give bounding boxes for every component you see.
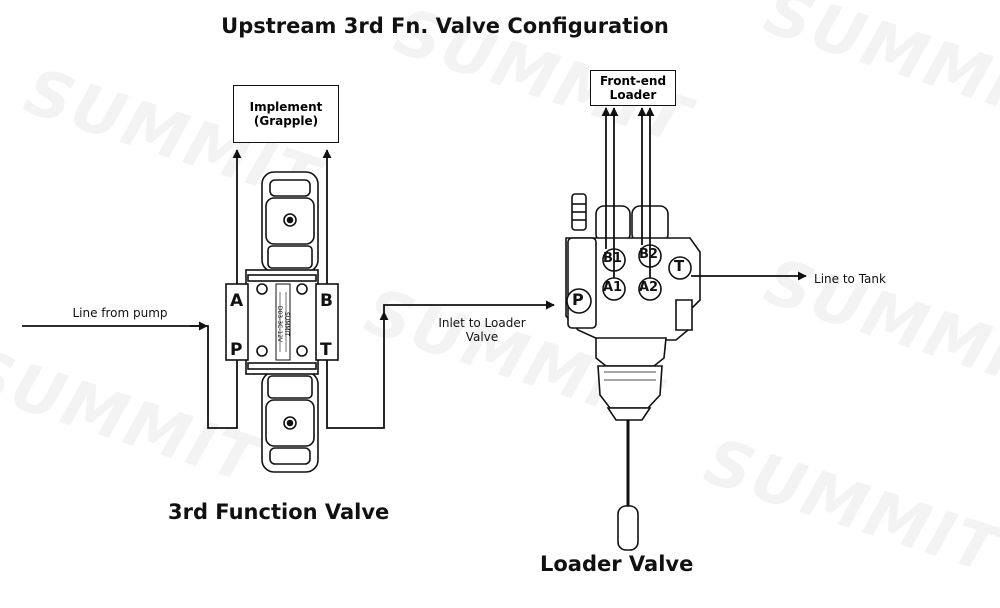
port-t-label: T	[320, 340, 332, 360]
port-b-label: B	[320, 291, 333, 311]
nameplate-brand: SUMMIT	[283, 312, 290, 336]
loader-port-p-label: P	[572, 290, 584, 309]
nameplate-model: D03-3C-12V	[276, 305, 283, 343]
line-from-pump-label: Line from pump	[72, 306, 168, 320]
loader-lines	[601, 107, 807, 281]
loader-port-t-label: T	[674, 257, 685, 275]
port-a1-label: A1	[603, 280, 623, 295]
loader-box-label-line1: Front-end	[599, 74, 667, 88]
line-to-tank-label: Line to Tank	[814, 272, 886, 286]
port-a-label: A	[230, 291, 244, 311]
port-b1-label: B1	[603, 251, 622, 266]
port-p-label: P	[230, 340, 243, 360]
implement-label-line2: (Grapple)	[253, 114, 319, 128]
third-function-valve	[225, 171, 339, 473]
third-function-valve-caption: 3rd Function Valve	[168, 500, 390, 524]
inlet-label-line1: Inlet to Loader	[438, 316, 526, 330]
front-end-loader-box: Front-end Loader	[590, 70, 676, 106]
inlet-to-loader-label: Inlet to Loader Valve	[420, 316, 544, 344]
implement-label-line1: Implement	[249, 100, 323, 114]
inlet-label-line2: Valve	[465, 330, 499, 344]
valve-nameplate: SUMMIT D03-3C-12V	[276, 290, 290, 358]
loader-box-label-line2: Loader	[609, 88, 657, 102]
third-function-lines	[22, 149, 555, 429]
implement-box: Implement (Grapple)	[233, 85, 339, 143]
port-b2-label: B2	[639, 247, 658, 262]
loader-valve-caption: Loader Valve	[540, 552, 694, 576]
port-a2-label: A2	[639, 280, 659, 295]
diagram-title: Upstream 3rd Fn. Valve Configuration	[221, 14, 669, 38]
loader-valve	[565, 193, 701, 551]
